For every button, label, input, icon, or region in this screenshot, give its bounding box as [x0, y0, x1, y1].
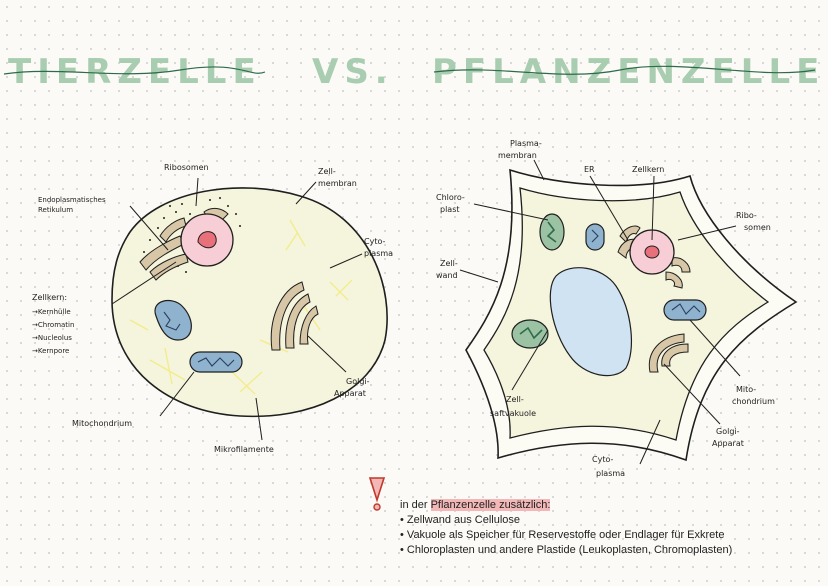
plant-mitochondrion-small: [585, 223, 605, 251]
label-chloroplast-1: Chloro-: [436, 193, 465, 202]
plant-nucleolus: [644, 245, 660, 259]
plant-cell: [459, 159, 798, 465]
label-chloroplast-2: plast: [440, 205, 460, 214]
animal-cell: [111, 177, 388, 441]
label-er-1: Endoplasmatisches: [38, 196, 106, 204]
animal-labels: Ribosomen Zell- membran Endoplasmatische…: [32, 163, 393, 454]
vacuole: [549, 267, 633, 377]
label-zellmembran-1: Zell-: [318, 167, 336, 176]
label-mitochondrium-1: Mito-: [736, 385, 756, 394]
notes-list: Zellwand aus Cellulose Vakuole als Speic…: [400, 513, 820, 558]
mitochondrion-left: [154, 299, 192, 341]
label-vakuole-1: Zell-: [506, 395, 524, 404]
notes-item: Zellwand aus Cellulose: [400, 513, 820, 528]
label-golgi-1: Golgi-: [716, 427, 740, 436]
mitochondrion-bottom: [189, 351, 243, 373]
notes-heading: in der Pflanzenzelle zusätzlich:: [400, 498, 820, 513]
label-cytoplasma-1: Cyto-: [592, 455, 614, 464]
label-ribosomen-1: Ribo-: [736, 211, 757, 220]
label-cytoplasma-2: plasma: [364, 249, 393, 258]
label-er-2: Retikulum: [38, 206, 73, 214]
label-zellkern: Zellkern: [632, 165, 664, 174]
label-cytoplasma-2: plasma: [596, 469, 625, 478]
label-mitochondrium-2: chondrium: [732, 397, 775, 406]
label-kernhuelle: →Kernhülle: [32, 308, 71, 316]
chloroplast-bottom: [511, 319, 549, 349]
label-zellwand-1: Zell-: [440, 259, 458, 268]
label-vakuole-2: saftvakuole: [490, 409, 536, 418]
label-er: ER: [584, 165, 595, 174]
label-zellkern: Zellkern:: [32, 293, 67, 302]
title-right-underline: [433, 65, 816, 75]
label-plasmamembran-2: membran: [498, 151, 537, 160]
title-left-underline: [3, 66, 266, 75]
warning-icon: [368, 477, 386, 511]
golgi-apparatus: [270, 281, 319, 351]
label-mitochondrium: Mitochondrium: [72, 419, 132, 428]
label-zellmembran-2: membran: [318, 179, 357, 188]
label-ribosomen: Ribosomen: [164, 163, 209, 172]
notes-item: Chloroplasten und andere Plastide (Leuko…: [400, 543, 820, 558]
label-zellwand-2: wand: [436, 271, 458, 280]
plant-er: [617, 225, 691, 289]
plant-leader-lines: [459, 159, 741, 465]
label-kernpore: →Kernpore: [32, 347, 69, 355]
notes-highlight: Pflanzenzelle zusätzlich:: [430, 499, 551, 511]
notes: in der Pflanzenzelle zusätzlich: Zellwan…: [400, 498, 820, 558]
chloroplast-top: [539, 213, 565, 251]
label-golgi-2: Apparat: [712, 439, 744, 448]
title-vs: VS.: [312, 52, 394, 92]
label-chromatin: →Chromatin: [32, 321, 74, 329]
plant-golgi: [648, 333, 689, 373]
notes-intro: in der: [400, 499, 431, 511]
plant-mitochondrion-right: [663, 299, 707, 321]
animal-leader-lines: [111, 177, 363, 441]
label-golgi-1: Golgi-: [346, 377, 370, 386]
label-nucleolus: →Nucleolus: [32, 334, 72, 342]
notes-item: Vakuole als Speicher für Reservestoffe o…: [400, 528, 820, 543]
label-ribosomen-2: somen: [744, 223, 771, 232]
label-cytoplasma-1: Cyto-: [364, 237, 386, 246]
label-mikrofilamente: Mikrofilamente: [214, 445, 274, 454]
plant-labels: Plasma- membran ER Zellkern Chloro- plas…: [436, 139, 775, 478]
label-golgi-2: Apparat: [334, 389, 366, 398]
nucleolus: [197, 231, 217, 249]
label-plasmamembran-1: Plasma-: [510, 139, 542, 148]
